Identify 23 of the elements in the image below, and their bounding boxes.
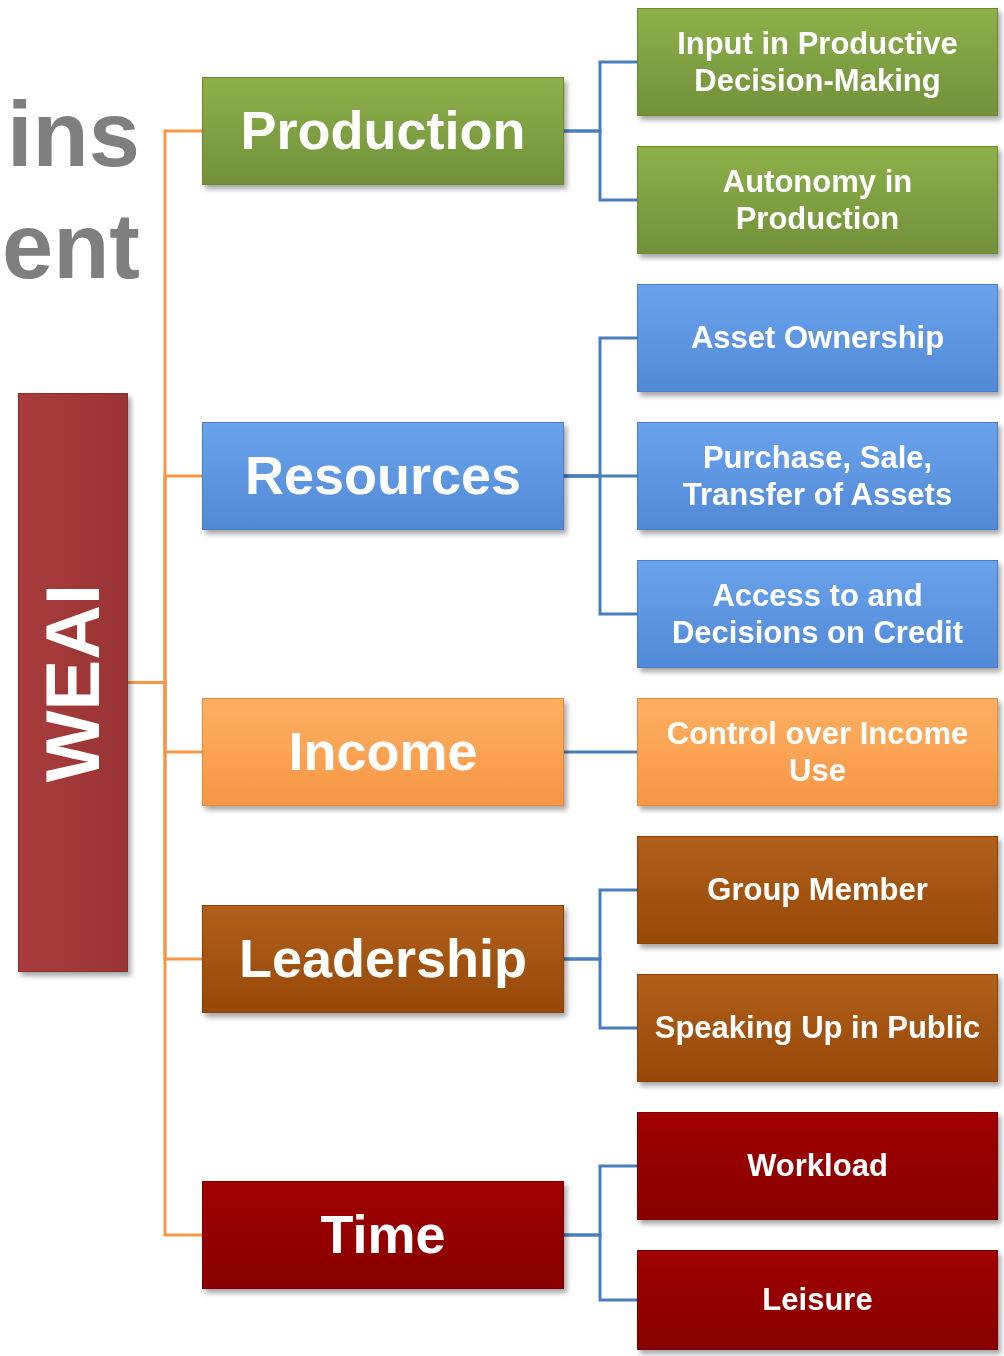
indicator-box: Leisure <box>637 1250 998 1350</box>
domain-box: Production <box>202 77 564 185</box>
indicator-box: Workload <box>637 1112 998 1220</box>
indicator-box: Input in Productive Decision-Making <box>637 8 998 116</box>
connector-line <box>564 957 637 1030</box>
indicator-box: Speaking Up in Public <box>637 974 998 1082</box>
indicator-box: Asset Ownership <box>637 284 998 392</box>
title-fragment: ins <box>7 83 140 185</box>
root-box: WEAI <box>18 393 128 972</box>
domain-box: Resources <box>202 422 564 530</box>
indicator-box: Group Member <box>637 836 998 944</box>
connector-line <box>564 750 637 754</box>
domain-box: Time <box>202 1181 564 1289</box>
indicator-box: Purchase, Sale, Transfer of Assets <box>637 422 998 530</box>
indicator-box: Control over Income Use <box>637 698 998 806</box>
domain-box: Income <box>202 698 564 806</box>
domain-box: Leadership <box>202 905 564 1013</box>
title-fragment: ent <box>2 195 140 297</box>
connector-line <box>564 129 637 202</box>
indicator-box: Access to and Decisions on Credit <box>637 560 998 668</box>
connector-line <box>564 1233 637 1302</box>
indicator-box: Autonomy in Production <box>637 146 998 254</box>
connector-line <box>564 474 637 616</box>
